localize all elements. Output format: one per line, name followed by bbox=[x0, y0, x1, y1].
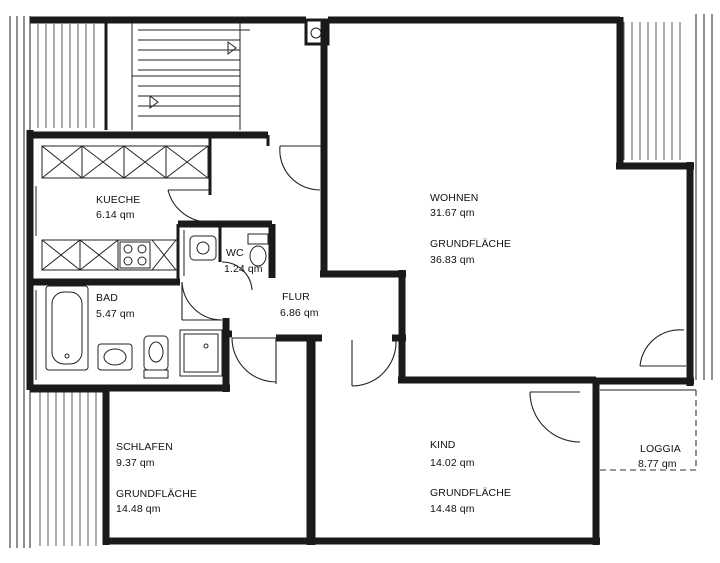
kitchen-counter-top bbox=[41, 145, 209, 179]
roof-hatching-top-left bbox=[37, 24, 95, 128]
interior-walls bbox=[30, 20, 596, 545]
room-area: 31.67 qm bbox=[430, 207, 475, 219]
stove-icon bbox=[119, 241, 151, 269]
room-label-kind: KIND 14.02 qm GRUNDFLÄCHE 14.48 qm bbox=[430, 439, 511, 515]
room-floor-label: GRUNDFLÄCHE bbox=[430, 238, 511, 250]
toilet-icon bbox=[247, 233, 269, 267]
room-area: 6.86 qm bbox=[280, 307, 319, 319]
room-area: 1.24 qm bbox=[224, 263, 263, 275]
room-name: BAD bbox=[96, 292, 118, 304]
door-schlafen bbox=[231, 337, 277, 384]
room-name: FLUR bbox=[282, 291, 310, 303]
room-floor-label: GRUNDFLÄCHE bbox=[430, 487, 511, 499]
roof-hatching-right bbox=[623, 14, 713, 380]
washbasin-icon bbox=[189, 235, 217, 261]
staircase-arrow-icon bbox=[149, 95, 159, 109]
shower-tray-icon bbox=[179, 329, 223, 377]
room-name: WOHNEN bbox=[430, 192, 478, 204]
room-label-flur: FLUR 6.86 qm bbox=[280, 291, 319, 319]
room-area: 14.02 qm bbox=[430, 457, 475, 469]
door-loggia-kind bbox=[529, 391, 581, 443]
bathtub-icon bbox=[45, 285, 89, 371]
room-name: KIND bbox=[430, 439, 456, 451]
roof-hatching-left bbox=[9, 16, 31, 548]
room-name: KUECHE bbox=[96, 194, 140, 206]
toilet-icon bbox=[143, 335, 169, 379]
room-area: 8.77 qm bbox=[638, 458, 677, 470]
room-label-wc: WC 1.24 qm bbox=[224, 247, 263, 275]
exterior-walls bbox=[26, 16, 694, 545]
washbasin-icon bbox=[97, 343, 133, 371]
door-loggia-living bbox=[639, 329, 686, 367]
room-floor-area: 14.48 qm bbox=[430, 503, 475, 515]
room-label-bad: BAD 5.47 qm bbox=[96, 292, 135, 320]
room-name: LOGGIA bbox=[640, 443, 681, 455]
room-floor-area: 36.83 qm bbox=[430, 254, 475, 266]
room-area: 9.37 qm bbox=[116, 457, 155, 469]
room-area: 6.14 qm bbox=[96, 209, 135, 221]
room-floor-area: 14.48 qm bbox=[116, 503, 161, 515]
door-kitchen bbox=[167, 189, 211, 223]
roof-hatching-left-lower bbox=[30, 391, 106, 546]
kitchen-counter-bottom bbox=[41, 239, 179, 271]
room-label-schlafen: SCHLAFEN 9.37 qm GRUNDFLÄCHE 14.48 qm bbox=[116, 441, 197, 515]
staircase bbox=[104, 20, 250, 130]
door-flur-living bbox=[279, 145, 322, 191]
room-name: SCHLAFEN bbox=[116, 441, 173, 453]
staircase-arrow-icon bbox=[227, 41, 237, 55]
loggia-outline bbox=[600, 389, 697, 471]
room-label-kueche: KUECHE 6.14 qm bbox=[96, 194, 140, 221]
room-label-loggia: LOGGIA 8.77 qm bbox=[638, 443, 681, 470]
door-wc bbox=[221, 261, 253, 291]
room-floor-label: GRUNDFLÄCHE bbox=[116, 488, 197, 500]
door-kind bbox=[351, 339, 397, 387]
room-name: WC bbox=[226, 247, 244, 259]
door-bad bbox=[181, 281, 223, 321]
room-area: 5.47 qm bbox=[96, 308, 135, 320]
room-label-wohnen: WOHNEN 31.67 qm GRUNDFLÄCHE 36.83 qm bbox=[430, 192, 511, 266]
